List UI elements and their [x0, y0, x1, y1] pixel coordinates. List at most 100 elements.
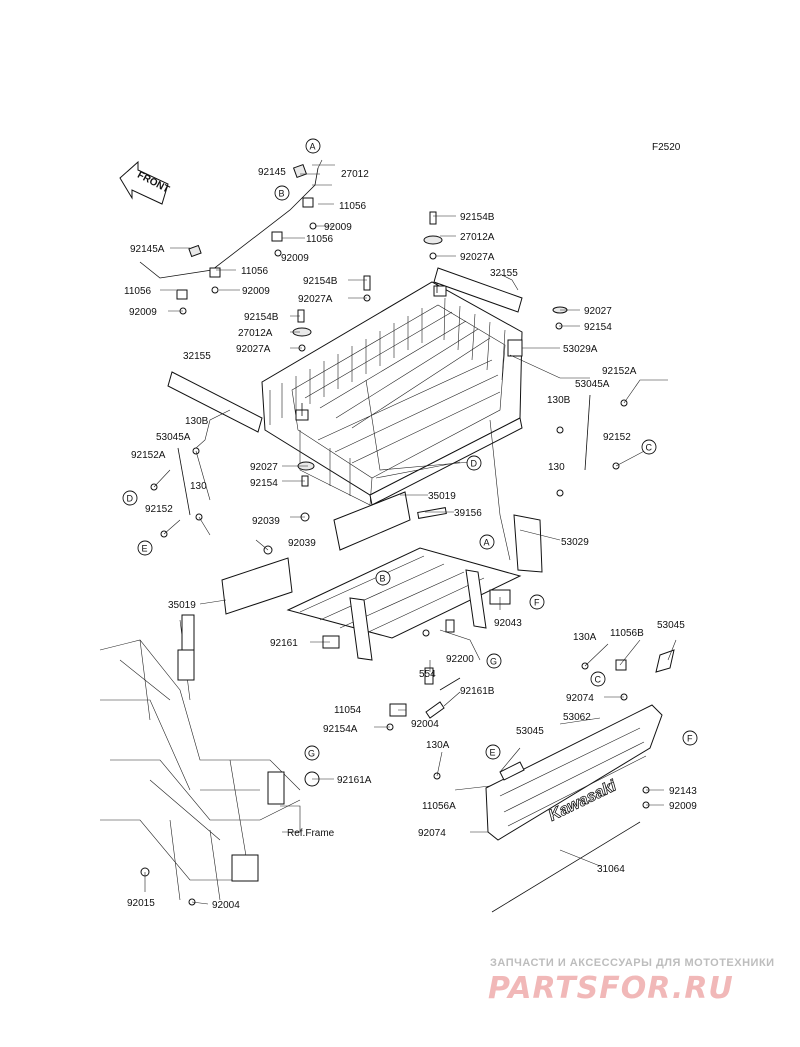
callout-d-1-label: D	[471, 459, 478, 469]
front-direction-arrow: FRONT	[119, 160, 171, 205]
part-label: 11056	[306, 234, 334, 245]
part-label: 32155	[183, 351, 211, 362]
part-label: 92074	[566, 693, 594, 704]
part-label: 92004	[411, 719, 439, 730]
part-label: 92009	[324, 222, 352, 233]
part-label: 92009	[129, 307, 157, 318]
part-label: 35019	[168, 600, 196, 611]
callout-e-1-label: E	[142, 544, 148, 554]
part-label: 130B	[185, 416, 209, 427]
part-label: 92027A	[236, 344, 271, 355]
part-label: 27012A	[238, 328, 273, 339]
callout-c-1	[641, 439, 657, 455]
figure-code: F2520	[652, 142, 681, 153]
part-label: 130B	[547, 395, 571, 406]
part-label: 92027	[250, 462, 278, 473]
part-label: 53062	[563, 712, 591, 723]
callout-b-1-label: B	[279, 189, 285, 199]
side-rail-right	[433, 267, 523, 313]
callout-d-2-label: D	[127, 494, 134, 504]
part-label: 53045A	[156, 432, 191, 443]
part-label: 130	[190, 481, 207, 492]
part-label: 130A	[573, 632, 597, 643]
callout-c-2	[590, 671, 606, 687]
callout-b-2	[375, 570, 391, 586]
bed-subframe	[286, 514, 543, 661]
callout-e-2-label: E	[490, 748, 496, 758]
part-label: 11056	[124, 286, 152, 297]
callout-a-1-label: A	[310, 142, 316, 152]
callout-d-1	[466, 455, 482, 471]
cargo-bed	[261, 280, 523, 506]
tailgate-stays	[150, 394, 628, 538]
part-label: 27012	[341, 169, 369, 180]
part-number-labels: 92145 27012 11056 92009 11056 92145A 110…	[124, 167, 697, 911]
callout-a-2-label: A	[484, 538, 490, 548]
part-label: 92152	[603, 432, 631, 443]
callout-a-1	[305, 138, 321, 154]
part-label: 92009	[281, 253, 309, 264]
callout-markers: A B C D D E A B F G C F E G	[122, 138, 698, 761]
part-label: 27012A	[460, 232, 495, 243]
callout-e-1	[137, 540, 153, 556]
leader-lines	[144, 164, 677, 905]
part-label: 92161A	[337, 775, 372, 786]
watermark-brand: PARTSFOR.RU	[488, 971, 734, 1006]
part-label: 92074	[418, 828, 446, 839]
part-label: 92161	[270, 638, 298, 649]
part-label: 92152	[145, 504, 173, 515]
part-label: 92154B	[460, 212, 495, 223]
lock-rod-assembly	[139, 159, 323, 315]
watermark-tagline: ЗАПЧАСТИ И АКСЕССУАРЫ ДЛЯ МОТОТЕХНИКИ	[490, 957, 775, 969]
part-label: 554	[419, 669, 436, 680]
watermark: ЗАПЧАСТИ И АКСЕССУАРЫ ДЛЯ МОТОТЕХНИКИ PA…	[488, 957, 775, 1006]
part-label: 92154B	[244, 312, 279, 323]
callout-g-1-label: G	[490, 657, 497, 667]
tailgate-rod	[491, 821, 641, 913]
callout-f-2-label: F	[687, 734, 693, 744]
callout-c-2-label: C	[595, 675, 602, 685]
part-label: 53045	[657, 620, 685, 631]
part-label: 92143	[669, 786, 697, 797]
part-label: 130	[548, 462, 565, 473]
part-label: 92154	[250, 478, 278, 489]
part-label: 92145	[258, 167, 286, 178]
callout-g-2	[304, 745, 320, 761]
part-label: 35019	[428, 491, 456, 502]
part-label: 92039	[288, 538, 316, 549]
part-label: 11056A	[422, 801, 456, 812]
part-label: 53029	[561, 537, 589, 548]
guard-plates	[221, 491, 447, 615]
part-label: 53045	[516, 726, 544, 737]
part-label: 92039	[252, 516, 280, 527]
callout-f-1	[529, 594, 545, 610]
part-label: 92004	[212, 900, 240, 911]
part-label: 92009	[669, 801, 697, 812]
part-label: 11056	[241, 266, 269, 277]
part-label: 31064	[597, 864, 625, 875]
callout-b-2-label: B	[380, 574, 386, 584]
callout-g-1	[486, 653, 502, 669]
callout-g-2-label: G	[308, 749, 315, 759]
callout-a-2	[479, 534, 495, 550]
part-label: 92161B	[460, 686, 495, 697]
part-label: 92027A	[460, 252, 495, 263]
part-label: 11056B	[610, 628, 644, 639]
ref-frame-label: Ref.Frame	[287, 828, 335, 839]
callout-d-2	[122, 490, 138, 506]
vehicle-frame	[99, 614, 320, 906]
part-label: 92043	[494, 618, 522, 629]
callout-e-2	[485, 744, 501, 760]
callout-b-1	[274, 185, 290, 201]
part-label: 11054	[334, 705, 362, 716]
callout-f-1-label: F	[534, 598, 540, 608]
part-label: 32155	[490, 268, 518, 279]
part-label: 130A	[426, 740, 450, 751]
part-label: 11056	[339, 201, 367, 212]
part-label: 92200	[446, 654, 474, 665]
part-label: 92154A	[323, 724, 358, 735]
bed-fasteners	[292, 211, 568, 487]
part-label: 92152A	[131, 450, 166, 461]
side-rail-left	[167, 371, 263, 433]
